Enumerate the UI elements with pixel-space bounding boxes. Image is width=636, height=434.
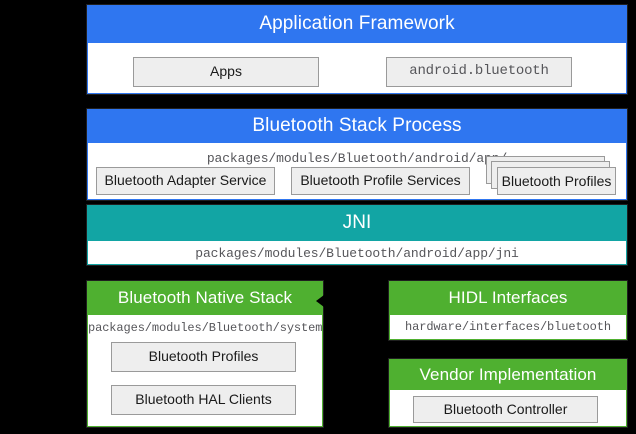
bluetooth-stack-process-path: packages/modules/Bluetooth/android/app/	[88, 152, 626, 165]
application-framework-title: Application Framework	[259, 13, 455, 34]
hidl-interfaces-path-text: hardware/interfaces/bluetooth	[405, 320, 611, 334]
bluetooth-stack-process-body: packages/modules/Bluetooth/android/app/ …	[87, 143, 627, 200]
node-android-bluetooth-label: android.bluetooth	[409, 63, 549, 80]
bluetooth-native-stack-header: Bluetooth Native Stack	[87, 281, 323, 315]
bluetooth-native-stack-block: Bluetooth Native Stack packages/modules/…	[86, 280, 324, 428]
bluetooth-stack-process-block: Bluetooth Stack Process packages/modules…	[86, 108, 628, 201]
jni-path-text: packages/modules/Bluetooth/android/app/j…	[195, 246, 519, 261]
bluetooth-native-stack-title: Bluetooth Native Stack	[117, 288, 293, 307]
application-framework-body: Apps android.bluetooth	[87, 43, 627, 94]
stack-sheet-front[interactable]: Bluetooth Profiles	[497, 167, 616, 195]
hidl-interfaces-title: HIDL Interfaces	[448, 288, 568, 307]
jni-title: JNI	[342, 212, 372, 233]
jni-body: packages/modules/Bluetooth/android/app/j…	[87, 241, 627, 265]
application-framework-header: Application Framework	[87, 5, 627, 43]
arrow-right-icon	[380, 295, 388, 307]
bluetooth-stack-process-header: Bluetooth Stack Process	[87, 109, 627, 143]
bluetooth-native-stack-path: packages/modules/Bluetooth/system	[88, 322, 322, 334]
node-android-bluetooth[interactable]: android.bluetooth	[386, 57, 572, 87]
hidl-interfaces-body: hardware/interfaces/bluetooth	[389, 315, 627, 340]
hidl-interfaces-block: HIDL Interfaces hardware/interfaces/blue…	[388, 280, 628, 341]
jni-header: JNI	[87, 205, 627, 241]
node-bluetooth-profiles-stack-label: Bluetooth Profiles	[501, 173, 612, 189]
node-bluetooth-adapter-service[interactable]: Bluetooth Adapter Service	[96, 167, 275, 195]
jni-block: JNI packages/modules/Bluetooth/android/a…	[86, 204, 628, 266]
node-apps-label: Apps	[210, 63, 242, 80]
arrow-left-icon	[316, 295, 324, 307]
vendor-implementation-header: Vendor Implementation	[389, 359, 627, 390]
application-framework-block: Application Framework Apps android.bluet…	[86, 4, 628, 95]
node-bluetooth-controller[interactable]: Bluetooth Controller	[413, 396, 598, 423]
node-bluetooth-profile-services[interactable]: Bluetooth Profile Services	[291, 167, 470, 195]
node-bluetooth-adapter-service-label: Bluetooth Adapter Service	[104, 172, 267, 189]
node-bluetooth-profile-services-label: Bluetooth Profile Services	[300, 172, 461, 189]
hidl-interfaces-header: HIDL Interfaces	[389, 281, 627, 315]
node-bluetooth-profiles-stack[interactable]: Bluetooth Profiles	[486, 156, 620, 197]
vendor-implementation-block: Vendor Implementation Bluetooth Controll…	[388, 358, 628, 428]
node-bluetooth-hal-clients-label: Bluetooth HAL Clients	[135, 391, 272, 408]
jni-path: packages/modules/Bluetooth/android/app/j…	[88, 247, 626, 260]
node-apps[interactable]: Apps	[133, 57, 319, 87]
bluetooth-native-stack-body: packages/modules/Bluetooth/system Blueto…	[87, 315, 323, 427]
vendor-implementation-title: Vendor Implementation	[419, 364, 597, 384]
node-bluetooth-controller-label: Bluetooth Controller	[443, 400, 568, 417]
node-bluetooth-profiles-native[interactable]: Bluetooth Profiles	[111, 342, 296, 372]
node-bluetooth-profiles-native-label: Bluetooth Profiles	[148, 348, 259, 365]
node-bluetooth-hal-clients[interactable]: Bluetooth HAL Clients	[111, 385, 296, 415]
bluetooth-stack-process-path-text: packages/modules/Bluetooth/android/app/	[206, 151, 508, 166]
bluetooth-native-stack-path-text: packages/modules/Bluetooth/system	[88, 321, 323, 335]
hidl-interfaces-path: hardware/interfaces/bluetooth	[390, 321, 626, 333]
bluetooth-stack-process-title: Bluetooth Stack Process	[252, 115, 462, 136]
vendor-implementation-body: Bluetooth Controller	[389, 390, 627, 427]
